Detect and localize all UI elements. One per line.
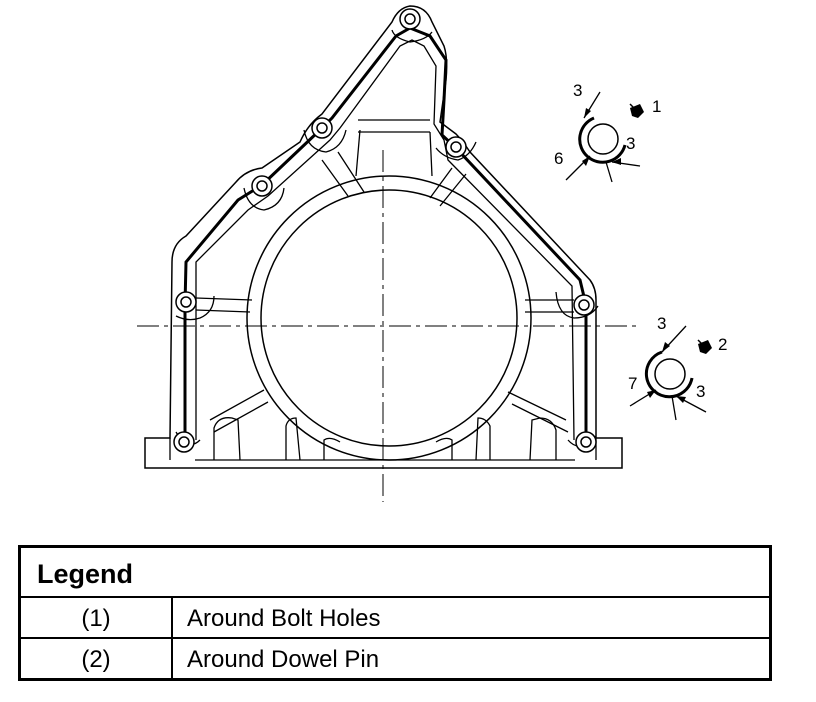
sealant-application-diagram: 3 6 3 1 3 7 3 2: [137, 5, 727, 502]
detail-1-index: 1: [652, 97, 661, 116]
legend-row: (2) Around Dowel Pin: [21, 639, 769, 680]
bolt-holes: [173, 8, 597, 453]
detail-1-dim-top: 3: [573, 81, 582, 100]
detail-1-bolt-hole: [565, 91, 644, 183]
detail-2-dowel-pin: [629, 325, 712, 421]
bolt-hole: [445, 136, 467, 158]
detail-1-bead: [578, 116, 627, 164]
detail-2-arrow-bottom: [671, 395, 677, 421]
detail-1-dim-right: 3: [626, 134, 635, 153]
detail-1-dim-left: 6: [554, 149, 563, 168]
detail-2-index: 2: [718, 335, 727, 354]
bolt-hole: [175, 291, 197, 313]
housing-inner-outline: [195, 39, 575, 441]
detail-2-dim-left: 7: [628, 374, 637, 393]
sealant-bead: [183, 26, 588, 442]
bearing-bore-outer: [246, 175, 532, 461]
legend-row-key: (1): [21, 598, 173, 637]
bolt-hole: [573, 294, 595, 316]
legend-title: Legend: [21, 548, 769, 598]
bolt-hole: [575, 431, 597, 453]
legend-row-description: Around Dowel Pin: [187, 646, 380, 673]
detail-2-dim-top: 3: [657, 314, 666, 333]
legend-row-key: (2): [21, 639, 173, 680]
bolt-hole: [311, 117, 333, 139]
bolt-bosses: [175, 29, 599, 447]
bearing-bore-inner: [260, 189, 518, 447]
bolt-hole: [173, 431, 195, 453]
bolt-hole: [251, 175, 273, 197]
center-lines: [137, 150, 640, 502]
bolt-hole: [399, 8, 421, 30]
detail-1-arrow-bottom: [605, 161, 613, 183]
legend-row: (1) Around Bolt Holes: [21, 598, 769, 639]
bottom-pockets: [213, 417, 557, 461]
legend-row-description: Around Bolt Holes: [187, 605, 381, 632]
detail-2-pin: [654, 358, 686, 390]
detail-1-hole: [587, 123, 619, 155]
legend-table: Legend (1) Around Bolt Holes (2) Around …: [18, 545, 772, 681]
detail-2-dim-right: 3: [696, 382, 705, 401]
